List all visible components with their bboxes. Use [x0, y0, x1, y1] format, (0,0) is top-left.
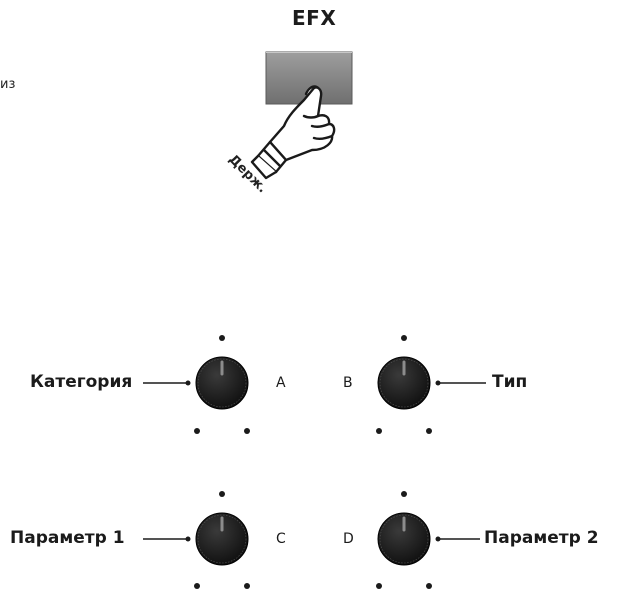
leader-dot	[185, 380, 191, 386]
knob-d-letter: D	[343, 531, 354, 547]
indicator-dot	[426, 428, 432, 434]
knob-c-letter: C	[276, 531, 286, 547]
pressing-hand-icon	[250, 85, 336, 180]
indicator-dot	[219, 335, 225, 341]
knob-d[interactable]	[377, 512, 431, 566]
leader-dot	[435, 380, 441, 386]
knob-d-label: Параметр 2	[484, 528, 599, 548]
efx-button-title: EFX	[292, 6, 337, 30]
knob-d-group	[376, 491, 480, 589]
indicator-dot	[244, 428, 250, 434]
indicator-dot	[194, 583, 200, 589]
indicator-dot	[401, 491, 407, 497]
indicator-dot	[401, 335, 407, 341]
indicator-dot	[219, 491, 225, 497]
indicator-dot	[244, 583, 250, 589]
indicator-dot	[194, 428, 200, 434]
knob-a-letter: A	[276, 375, 286, 391]
knob-c-label: Параметр 1	[10, 528, 125, 548]
knob-b[interactable]	[377, 356, 431, 410]
indicator-dot	[376, 583, 382, 589]
leader-dot	[435, 536, 441, 542]
knob-a-group	[143, 335, 250, 434]
knob-c[interactable]	[195, 512, 249, 566]
knob-c-group	[143, 491, 250, 589]
indicator-dot	[376, 428, 382, 434]
knob-a-label: Категория	[30, 372, 133, 392]
leader-dot	[185, 536, 191, 542]
edge-text-fragment: из	[0, 77, 16, 92]
knob-b-label: Тип	[492, 372, 528, 392]
knob-b-letter: B	[343, 375, 353, 391]
indicator-dot	[426, 583, 432, 589]
knob-b-group	[376, 335, 486, 434]
knob-a[interactable]	[195, 356, 249, 410]
